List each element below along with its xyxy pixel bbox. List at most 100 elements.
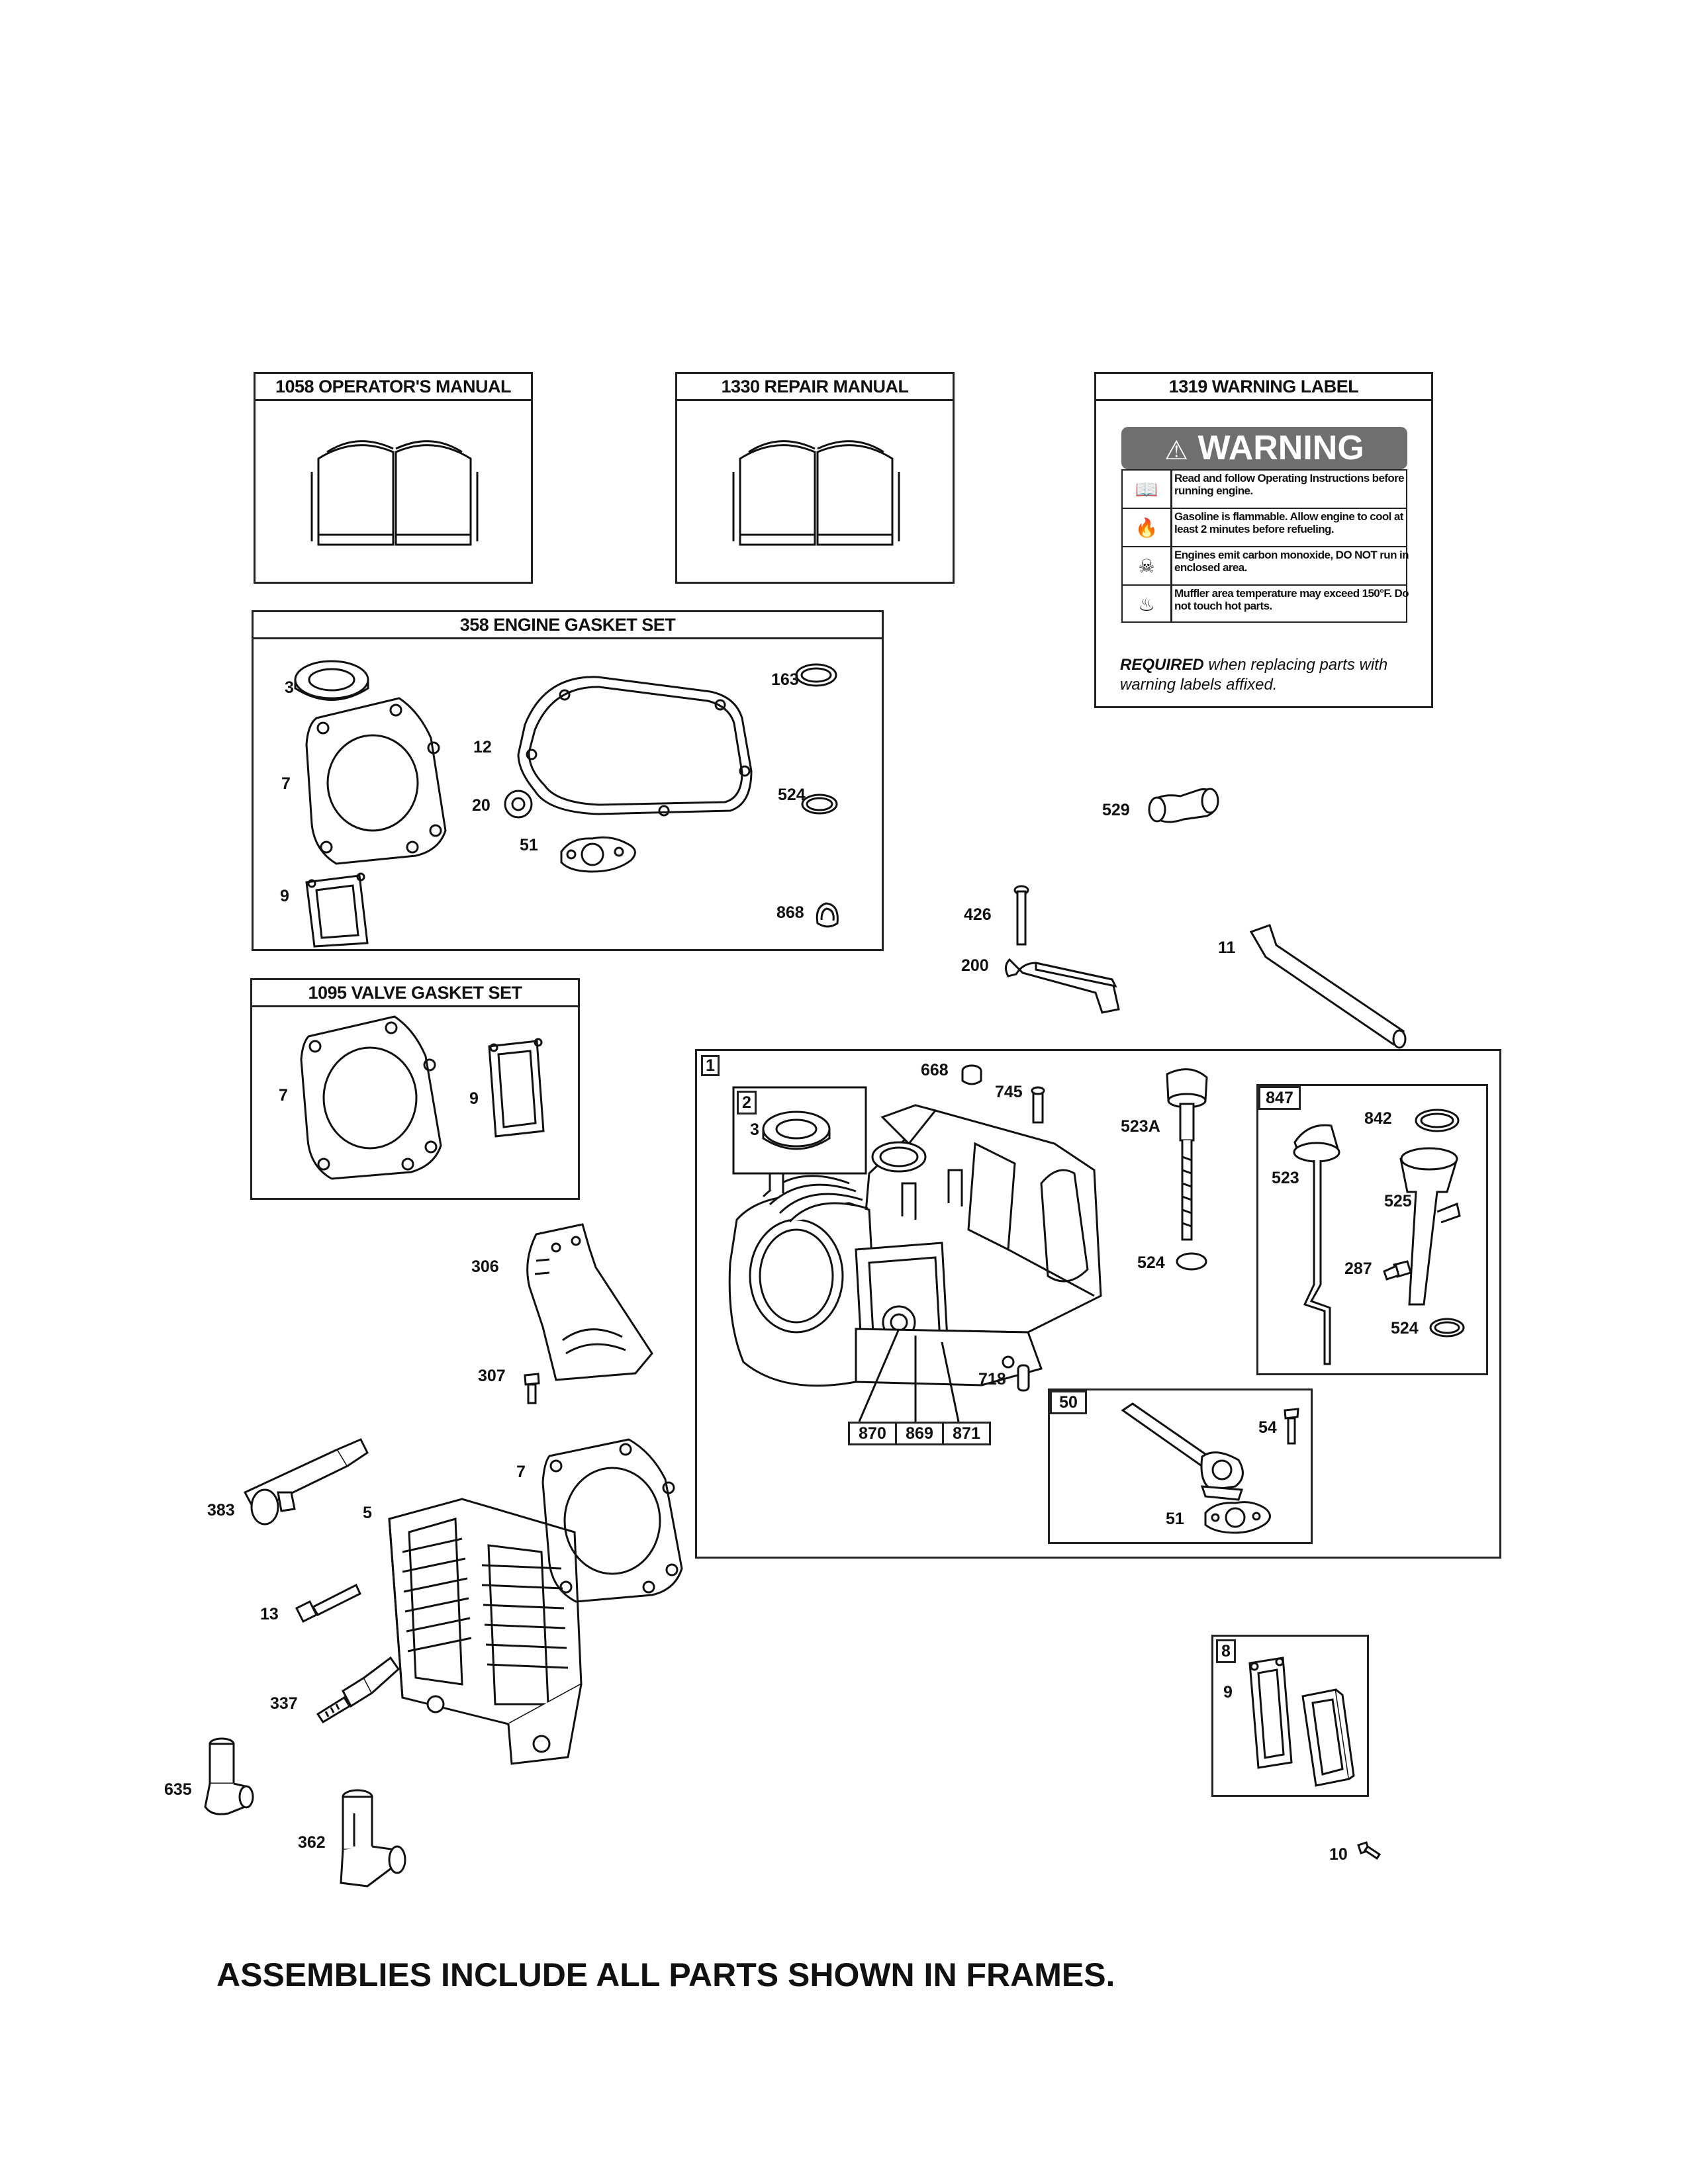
callout-11: 11	[1218, 938, 1236, 957]
breather-gasket-kit-drawing	[1213, 1637, 1371, 1799]
breather-assembly-drawing	[1050, 1390, 1315, 1546]
book-icon	[730, 432, 902, 551]
callout-307: 307	[478, 1367, 506, 1385]
required-strong: REQUIRED	[1120, 656, 1204, 674]
elbow-fitting-529	[1144, 780, 1223, 833]
callout-525: 525	[1384, 1192, 1412, 1210]
callout-12: 12	[473, 738, 492, 756]
warning-row: 🔥 Gasoline is flammable. Allow engine to…	[1123, 509, 1406, 547]
warning-table: 📖 Read and follow Operating Instructions…	[1121, 469, 1409, 624]
callout-668: 668	[921, 1061, 949, 1079]
engine-gasket-set-drawing	[254, 612, 886, 953]
callout-9: 9	[1223, 1683, 1233, 1702]
breather-gasket-kit-label: 8	[1216, 1639, 1236, 1663]
warning-row-text: Muffler area temperature may exceed 150°…	[1174, 587, 1409, 612]
callout-5: 5	[363, 1504, 372, 1522]
screw-307	[522, 1369, 541, 1408]
callout-7: 7	[281, 774, 291, 793]
hot-surface-icon: ♨	[1138, 594, 1155, 615]
manual-icon: 📖	[1135, 478, 1158, 500]
head-bolt-13	[290, 1575, 363, 1628]
warning-row-text: Read and follow Operating Instructions b…	[1174, 472, 1405, 497]
callout-523: 523	[1272, 1169, 1299, 1187]
callout-842: 842	[1364, 1109, 1392, 1128]
fumes-icon: ☠	[1138, 555, 1155, 577]
warning-required-note: REQUIRED when replacing parts with warni…	[1120, 655, 1418, 695]
cylinder-head-5	[376, 1486, 594, 1764]
warning-label-frame: 1319 WARNING LABEL ⚠ WARNING 📖 Read and …	[1094, 372, 1433, 708]
fitting-635	[199, 1734, 258, 1820]
screw-426	[1011, 884, 1031, 950]
dipstick-assembly-drawing	[1258, 1086, 1490, 1377]
fitting-362	[331, 1787, 417, 1893]
valve-gasket-set-drawing	[252, 980, 582, 1202]
valve-gasket-set-title: 1095 VALVE GASKET SET	[252, 980, 578, 1007]
callout-383: 383	[207, 1501, 235, 1520]
callout-9: 9	[469, 1089, 479, 1108]
callout-13: 13	[260, 1605, 279, 1623]
callout-869: 869	[895, 1422, 944, 1445]
callout-306: 306	[471, 1257, 499, 1276]
dipstick-assembly-frame: 847 842 523 525 287 524	[1256, 1084, 1488, 1375]
fire-icon: 🔥	[1135, 517, 1158, 539]
callout-524: 524	[1391, 1319, 1419, 1338]
callout-7: 7	[279, 1086, 288, 1105]
callout-200: 200	[961, 956, 989, 975]
callout-163: 163	[771, 670, 799, 689]
callout-718: 718	[978, 1370, 1006, 1388]
callout-51: 51	[1166, 1510, 1184, 1528]
callout-7: 7	[516, 1463, 526, 1481]
callout-868: 868	[776, 903, 804, 922]
valve-gasket-set-frame: 1095 VALVE GASKET SET 7 9	[250, 978, 580, 1200]
callout-745: 745	[995, 1083, 1023, 1101]
callout-51: 51	[520, 836, 538, 854]
callout-54: 54	[1258, 1418, 1277, 1437]
warning-label-title: 1319 WARNING LABEL	[1096, 374, 1431, 401]
callout-870: 870	[848, 1422, 897, 1445]
callout-524: 524	[778, 786, 806, 804]
repair-manual-title: 1330 REPAIR MANUAL	[677, 374, 953, 401]
assemblies-note: ASSEMBLIES INCLUDE ALL PARTS SHOWN IN FR…	[216, 1956, 1115, 1993]
dipstick-assembly-label: 847	[1258, 1086, 1301, 1110]
breather-assembly-label: 50	[1050, 1390, 1087, 1414]
screw-10	[1356, 1840, 1382, 1860]
engine-block-drawing	[697, 1051, 1503, 1561]
callout-523A: 523A	[1121, 1117, 1160, 1136]
seal-assembly-label: 2	[737, 1091, 757, 1115]
warning-row: ☠ Engines emit carbon monoxide, DO NOT r…	[1123, 547, 1409, 586]
callout-337: 337	[270, 1694, 298, 1713]
warning-triangle-icon: ⚠	[1164, 435, 1189, 466]
warning-row-text: Gasoline is flammable. Allow engine to c…	[1174, 510, 1403, 535]
warning-heading-text: WARNING	[1197, 429, 1364, 467]
head-gasket-7	[536, 1436, 688, 1608]
bracket-200	[996, 946, 1129, 1019]
operators-manual-title: 1058 OPERATOR'S MANUAL	[256, 374, 531, 401]
callout-635: 635	[164, 1780, 192, 1799]
required-rest: when replacing parts with warning labels…	[1120, 656, 1388, 694]
warning-heading: ⚠ WARNING	[1121, 427, 1407, 469]
callout-9: 9	[280, 887, 289, 905]
callout-529: 529	[1102, 801, 1130, 819]
breather-gasket-kit-frame: 8 9	[1211, 1635, 1369, 1797]
engine-gasket-set-title: 358 ENGINE GASKET SET	[254, 612, 882, 639]
callout-10: 10	[1329, 1845, 1348, 1864]
breather-assembly-frame: 50 54 51	[1048, 1388, 1313, 1544]
callout-3: 3	[750, 1120, 759, 1139]
engine-gasket-set-frame: 358 ENGINE GASKET SET	[252, 610, 884, 951]
short-block-frame: 1	[695, 1049, 1501, 1559]
operators-manual-frame: 1058 OPERATOR'S MANUAL	[254, 372, 533, 584]
callout-287: 287	[1344, 1259, 1372, 1278]
callout-3: 3	[285, 678, 294, 697]
callout-426: 426	[964, 905, 992, 924]
book-icon	[308, 432, 481, 551]
shield-306	[516, 1221, 662, 1387]
callout-362: 362	[298, 1833, 326, 1852]
spark-plug-337	[311, 1648, 404, 1727]
callout-524: 524	[1137, 1253, 1165, 1272]
repair-manual-frame: 1330 REPAIR MANUAL	[675, 372, 955, 584]
warning-row: ♨ Muffler area temperature may exceed 15…	[1123, 586, 1409, 624]
callout-871: 871	[942, 1422, 991, 1445]
warning-row: 📖 Read and follow Operating Instructions…	[1123, 471, 1406, 509]
callout-20: 20	[472, 796, 491, 815]
frame-label: 1	[701, 1055, 720, 1076]
